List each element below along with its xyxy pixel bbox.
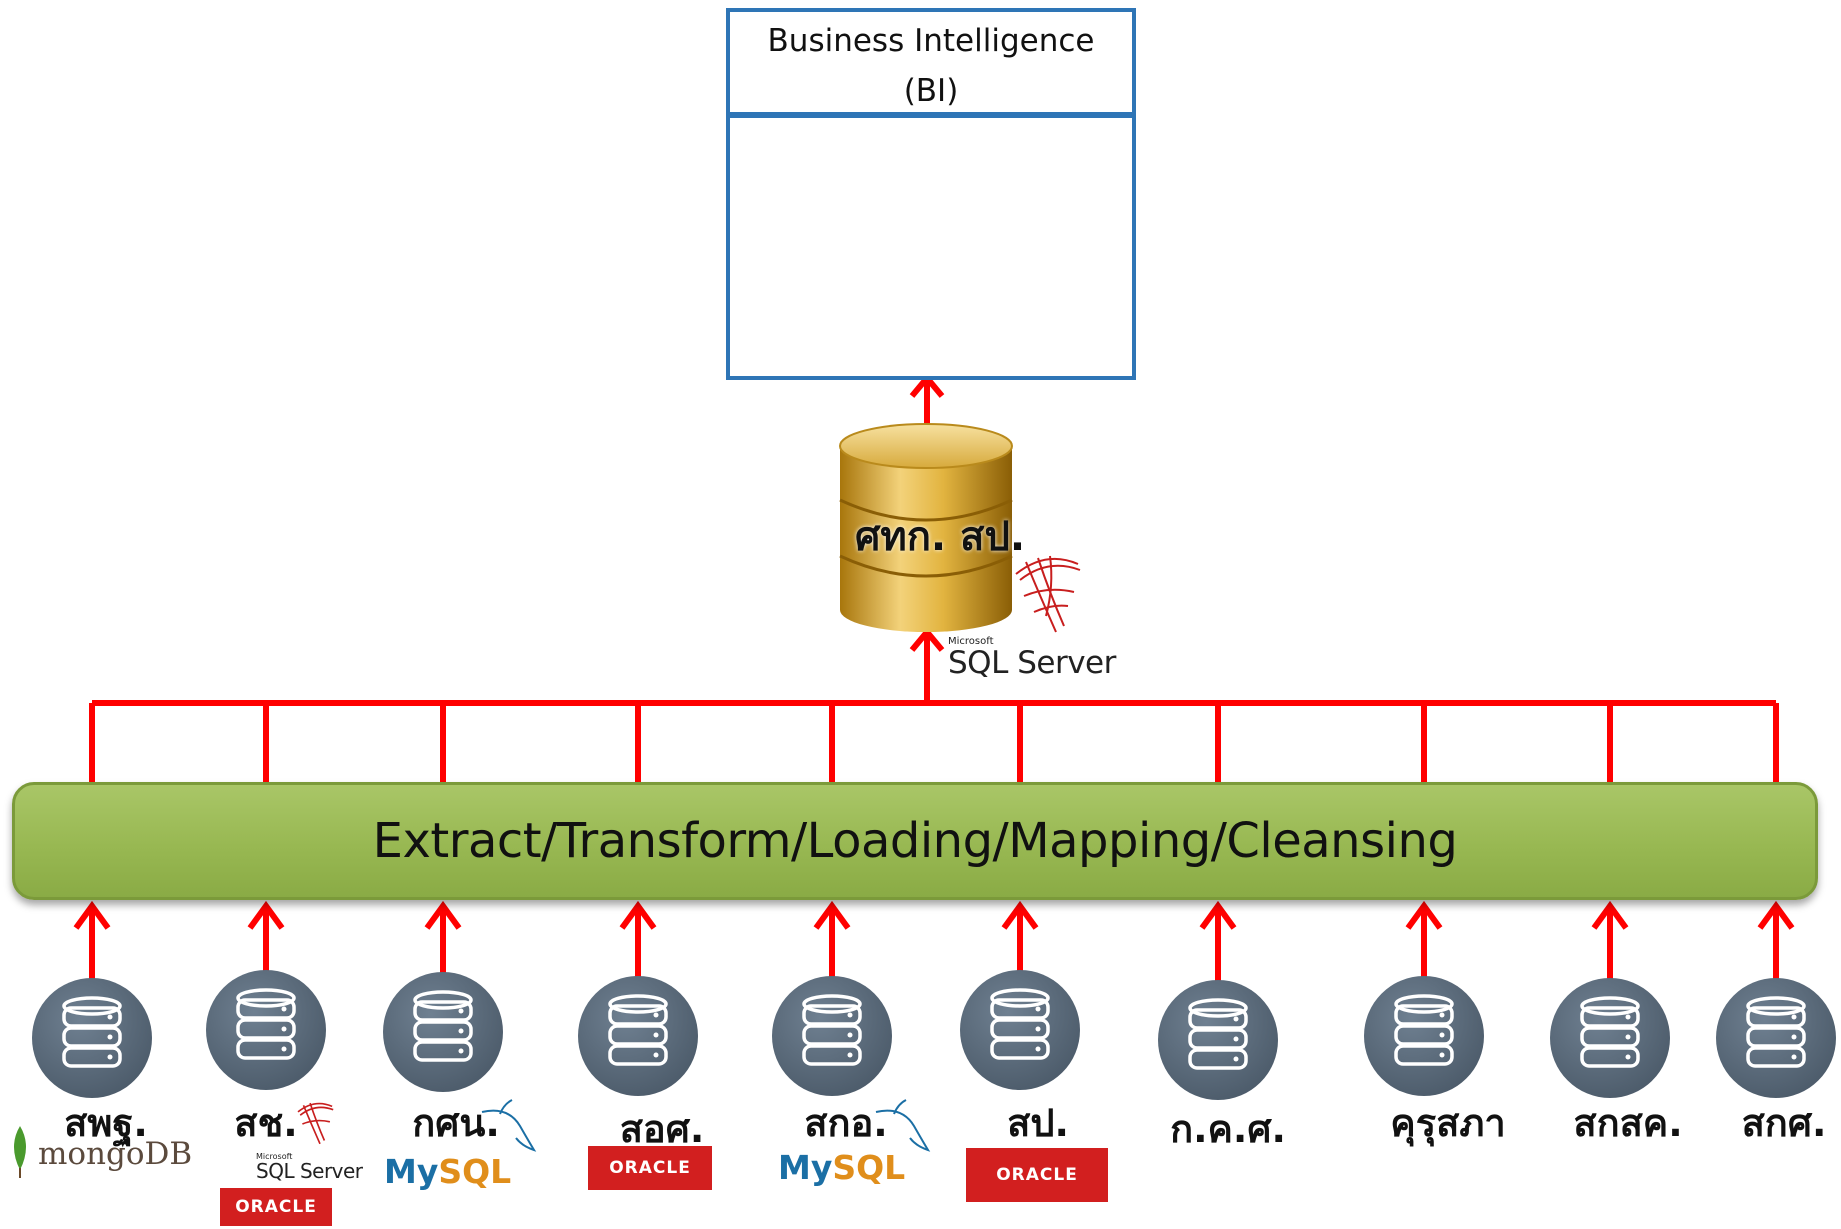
- source-label-6: สป.: [1007, 1101, 1069, 1145]
- sql-server-swoosh-icon-small: [297, 1102, 334, 1145]
- source-arrowhead-2: [247, 900, 285, 930]
- bi-dashboard-frame: [726, 116, 1136, 380]
- oracle-logo-2: ORACLE: [588, 1146, 712, 1190]
- sql-server-small-name: SQL Server: [256, 1159, 363, 1183]
- oracle-logo-1-text: ORACLE: [235, 1197, 317, 1217]
- source-arrowhead-7: [1199, 900, 1237, 930]
- source-arrowhead-5: [813, 900, 851, 930]
- source-label-4: สอศ.: [619, 1107, 705, 1151]
- source-arrowhead-6: [1001, 900, 1039, 930]
- warehouse-label: ศทก. สป.: [854, 514, 1026, 560]
- source-label-2: สช.: [234, 1101, 298, 1145]
- bi-title: Business Intelligence: [767, 23, 1095, 59]
- mysql-dolphin-icon-1: [481, 1099, 537, 1152]
- source-arrowhead-8: [1405, 900, 1443, 930]
- source-label-8: คุรุสภา: [1390, 1101, 1506, 1145]
- mysql-logo-1-my: My: [384, 1152, 439, 1191]
- source-arrowhead-10: [1757, 900, 1795, 930]
- oracle-logo-1: ORACLE: [220, 1188, 332, 1226]
- source-database-icons: [32, 970, 1836, 1100]
- oracle-logo-3: ORACLE: [966, 1148, 1108, 1202]
- source-label-1: สพฐ.: [64, 1101, 148, 1145]
- source-label-7: ก.ค.ศ.: [1170, 1107, 1286, 1151]
- source-label-9: สกสค.: [1573, 1101, 1683, 1145]
- source-arrowhead-9: [1591, 900, 1629, 930]
- mongodb-logo: mongoDB: [38, 1136, 192, 1172]
- mysql-logo-2-sql: SQL: [832, 1148, 906, 1187]
- database-icon-8: [1364, 976, 1484, 1096]
- sql-server-name: SQL Server: [948, 645, 1116, 681]
- etl-label: Extract/Transform/Loading/Mapping/Cleans…: [372, 813, 1458, 869]
- database-icon-2: [206, 970, 326, 1090]
- database-icon-5: [772, 976, 892, 1096]
- sql-server-logo-small: Microsoft SQL Server: [256, 1152, 363, 1181]
- source-label-10: สกศ.: [1741, 1101, 1827, 1145]
- oracle-logo-2-text: ORACLE: [609, 1158, 691, 1178]
- source-arrowhead-3: [424, 900, 462, 930]
- sql-server-small-vendor: Microsoft: [256, 1152, 293, 1161]
- source-label-3: กศน.: [412, 1101, 500, 1145]
- etl-process-bar: Extract/Transform/Loading/Mapping/Cleans…: [12, 782, 1818, 900]
- database-icon-4: [578, 976, 698, 1096]
- database-icon-7: [1158, 980, 1278, 1100]
- warehouse-database-icon: [839, 423, 1013, 632]
- mysql-logo-2-my: My: [778, 1148, 833, 1187]
- mongodb-leaf-icon: [14, 1126, 26, 1178]
- mysql-logo-2: MySQL: [778, 1148, 905, 1187]
- database-icon-9: [1550, 978, 1670, 1098]
- sql-server-logo: Microsoft SQL Server: [948, 636, 1116, 679]
- source-arrows: [73, 900, 1795, 984]
- sql-server-vendor: Microsoft: [948, 636, 994, 647]
- database-icon-1: [32, 978, 152, 1098]
- mongodb-logo-text: mongoDB: [38, 1136, 193, 1172]
- database-icon-6: [960, 970, 1080, 1090]
- source-arrowhead-1: [73, 900, 111, 930]
- database-icon-3: [383, 972, 503, 1092]
- database-icon-10: [1716, 978, 1836, 1098]
- bi-subtitle: (BI): [903, 73, 959, 109]
- bi-header-box: Business Intelligence (BI): [726, 8, 1136, 116]
- connector-lines: [89, 373, 1779, 782]
- sql-server-swoosh-icon: [1015, 555, 1081, 633]
- source-label-5: สกอ.: [804, 1101, 888, 1145]
- mysql-dolphin-icon-2: [875, 1099, 931, 1152]
- bus-to-warehouse-arrowhead: [909, 627, 945, 652]
- source-arrowhead-4: [619, 900, 657, 930]
- oracle-logo-3-text: ORACLE: [996, 1165, 1078, 1185]
- mysql-logo-1: MySQL: [384, 1152, 511, 1191]
- mysql-logo-1-sql: SQL: [438, 1152, 512, 1191]
